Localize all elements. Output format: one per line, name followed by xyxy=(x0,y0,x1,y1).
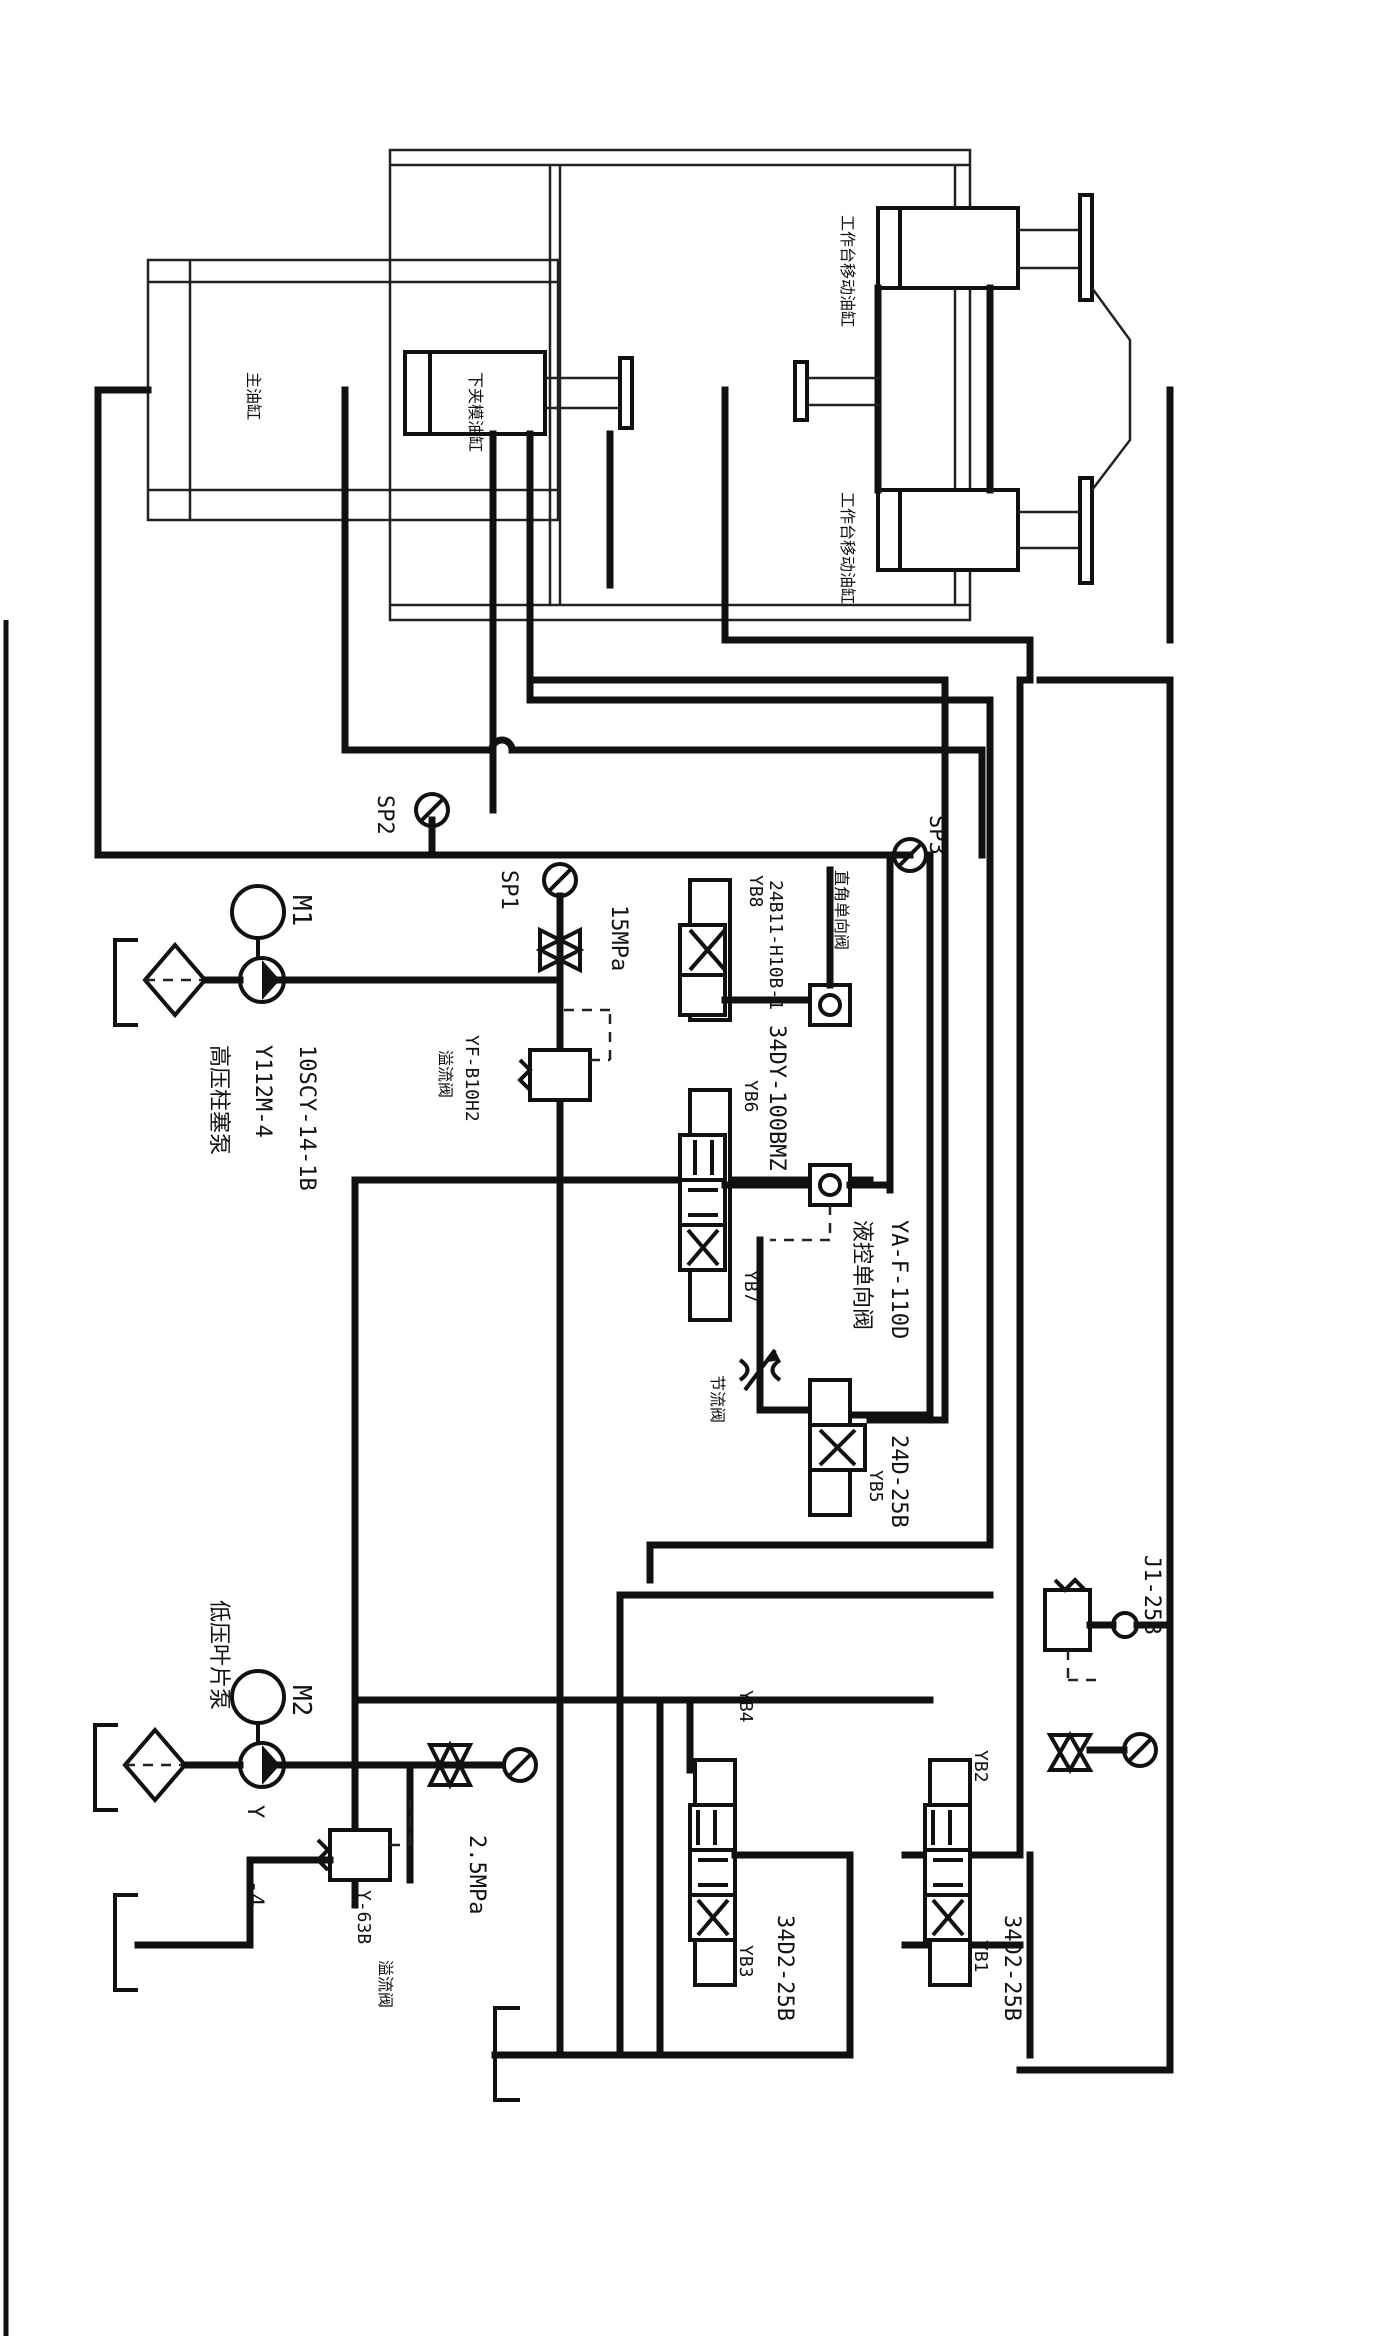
pump2-name: 低压叶片泵 xyxy=(206,1600,231,1710)
pilot-check-name: 液控单向阀 xyxy=(849,1220,874,1330)
machine-frame xyxy=(388,148,972,622)
valve-yb1-yb2: YB2 YB1 34D2-25B xyxy=(923,1750,1024,2021)
gauge-sp2: SP2 xyxy=(372,792,450,835)
yb2-label: YB2 xyxy=(970,1750,991,1783)
valve-yb5: 24D-25B YB5 xyxy=(808,1378,911,1528)
yb7-label: YB7 xyxy=(740,1270,761,1303)
valve-yb5-model: 24D-25B xyxy=(886,1435,911,1528)
m2-label: M2 xyxy=(286,1685,316,1716)
yb1-label: YB1 xyxy=(970,1940,991,1973)
valve-yb6-model: 34DY-100BMZ xyxy=(764,1025,789,1171)
lower-clamp-cylinder: 下夹模油缸 xyxy=(403,350,634,452)
valve-yb12-model: 34D2-25B xyxy=(999,1915,1024,2021)
gauge-m2-line xyxy=(502,1747,538,1783)
motor2-model-b: -4 xyxy=(242,1880,267,1907)
needle-valve-m2 xyxy=(426,1740,474,1790)
relief2-model: Y-63B xyxy=(353,1890,374,1944)
reducing-model: J1-25B xyxy=(1139,1555,1164,1634)
return-tank xyxy=(493,2006,520,2102)
relief2-pressure: 2.5MPa xyxy=(464,1835,489,1914)
relief1-model: YF-B10H2 xyxy=(461,1035,482,1122)
throttle-valve: 节流阀 xyxy=(708,1236,814,1423)
relief1-pressure: 15MPa xyxy=(606,905,631,971)
lower-clamp-cylinder-label: 下夹模油缸 xyxy=(466,372,485,452)
main-cylinder: 主油缸 xyxy=(146,258,560,522)
sp1-label: SP1 xyxy=(496,870,521,910)
reducing-valve: J1-25B xyxy=(1043,1555,1174,1682)
gauge-reducing xyxy=(1122,1732,1158,1768)
yb8-label: YB8 xyxy=(745,875,766,908)
relief-valve-15mpa: 15MPa YF-B10H2 溢流阀 xyxy=(436,905,631,1122)
relief-valve-2-5mpa: 2.5MPa Y-63B 溢流阀 xyxy=(134,1800,489,2008)
pump1-model: 10SCY-14-1B xyxy=(294,1045,319,1191)
relief2-name: 溢流阀 xyxy=(376,1960,395,2008)
pilot-check-valve: YA-F-110D 液控单向阀 xyxy=(770,1163,911,1339)
check-valve-angle: 直角单向阀 xyxy=(808,866,852,1027)
pipe-network xyxy=(94,386,1174,2074)
needle-valve-sp1 xyxy=(535,926,585,974)
valve-yb6-yb7: YB6 YB7 34DY-100BMZ xyxy=(678,1025,814,1322)
valve-yb34-model: 34D2-25B xyxy=(772,1915,797,2021)
side-cylinder-b-label: 工作台移动油缸 xyxy=(838,492,857,604)
valve-yb8: YB8 24B11-H10B-1 xyxy=(678,875,814,1022)
throttle-name: 节流阀 xyxy=(708,1375,727,1423)
main-cylinder-label: 主油缸 xyxy=(244,372,263,420)
pump1-name: 高压柱塞泵 xyxy=(206,1045,231,1155)
gauge-sp3: SP3 xyxy=(892,815,949,873)
yb3-label: YB3 xyxy=(735,1945,756,1978)
pump-m2-group: M2 低压叶片泵 Y -4 xyxy=(93,1600,316,1992)
side-cylinder-a-label: 工作台移动油缸 xyxy=(838,215,857,327)
valve-yb3-yb4: YB4 YB3 34D2-25B xyxy=(688,1690,854,2021)
motor1-model: Y112M-4 xyxy=(250,1045,275,1138)
yb5-label: YB5 xyxy=(865,1470,886,1503)
sp3-label: SP3 xyxy=(924,815,949,855)
m1-label: M1 xyxy=(286,895,316,926)
yb6-label: YB6 xyxy=(740,1080,761,1113)
needle-valve-reducing xyxy=(1046,1730,1128,1775)
valve-yb8-model: 24B11-H10B-1 xyxy=(765,880,786,1010)
motor2-model-a: Y xyxy=(242,1805,267,1818)
yb4-label: YB4 xyxy=(735,1690,756,1723)
pilot-check-model: YA-F-110D xyxy=(886,1220,911,1339)
worktable-cylinders: 工作台移动油缸 工作台移动油缸 xyxy=(793,193,1132,604)
check-angle-name: 直角单向阀 xyxy=(832,870,851,950)
relief1-name: 溢流阀 xyxy=(436,1050,455,1098)
pump-m1-group: M1 10SCY-14-1B Y112M-4 高压柱塞泵 xyxy=(113,884,319,1191)
sp2-label: SP2 xyxy=(372,795,397,835)
